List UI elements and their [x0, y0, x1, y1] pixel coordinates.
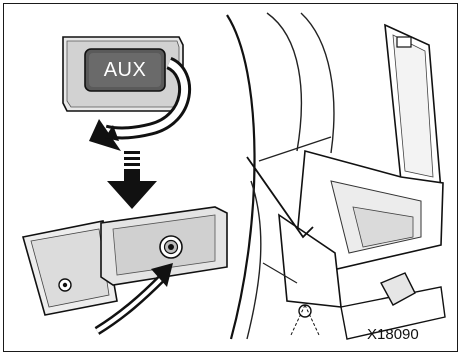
- console-scene: [247, 13, 445, 339]
- figure-code: X18090: [367, 326, 419, 344]
- divider-curve: [227, 15, 255, 339]
- aux-jack-icon[interactable]: [160, 236, 182, 258]
- down-arrow-icon: [107, 151, 157, 209]
- aux-button-label: AUX: [96, 58, 154, 82]
